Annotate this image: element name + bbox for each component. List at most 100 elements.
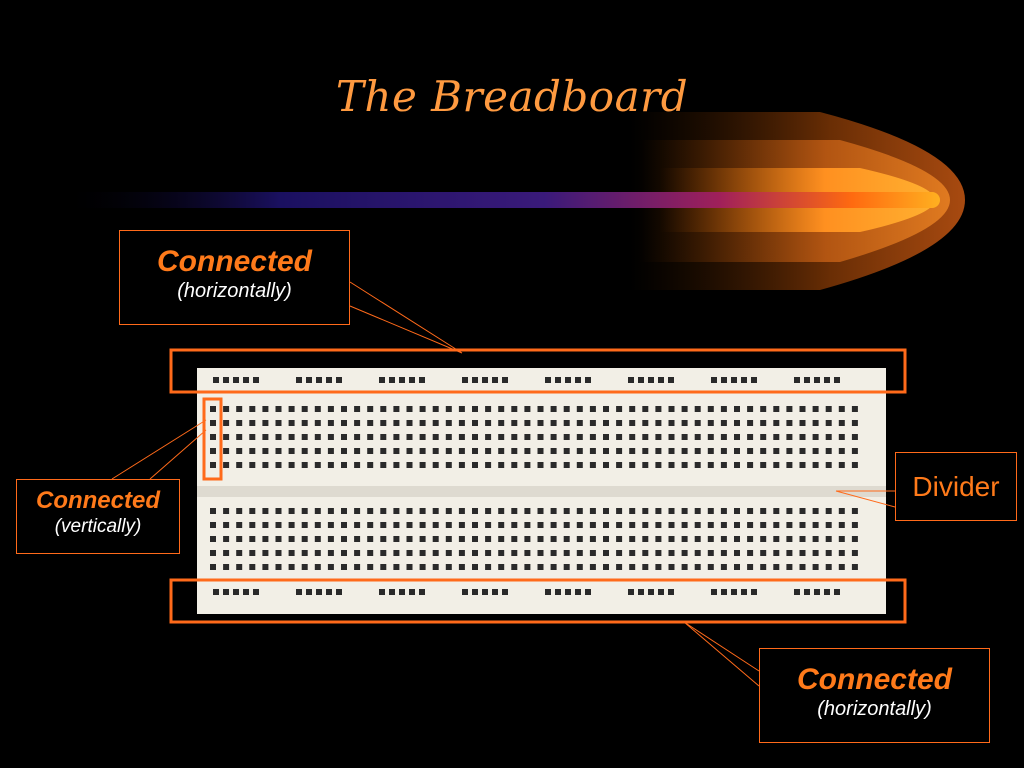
lower-terminal-hole xyxy=(393,536,400,542)
upper-terminal-hole xyxy=(825,420,832,426)
upper-terminal-hole xyxy=(550,434,557,440)
lower-terminal-hole xyxy=(511,522,518,528)
top-rail-hole xyxy=(482,377,488,383)
upper-terminal-hole xyxy=(799,406,806,412)
top-rail-hole xyxy=(585,377,591,383)
lower-terminal-hole xyxy=(747,522,754,528)
lower-terminal-hole xyxy=(720,508,727,514)
lower-terminal-hole xyxy=(327,508,334,514)
upper-terminal-hole xyxy=(445,434,452,440)
upper-terminal-hole xyxy=(511,406,518,412)
upper-terminal-hole xyxy=(380,406,387,412)
lower-terminal-hole xyxy=(603,508,609,514)
lower-terminal-hole xyxy=(380,536,387,542)
upper-terminal-hole xyxy=(445,406,452,412)
bottom-callout-pointer xyxy=(683,621,760,687)
lower-terminal-hole xyxy=(432,508,439,514)
upper-terminal-hole xyxy=(367,448,374,454)
upper-terminal-hole xyxy=(720,406,727,412)
upper-terminal-hole xyxy=(419,462,426,468)
lower-terminal-hole xyxy=(301,550,308,556)
lower-terminal-hole xyxy=(393,522,400,528)
upper-terminal-hole xyxy=(576,448,583,454)
upper-terminal-hole xyxy=(550,420,557,426)
upper-terminal-hole xyxy=(249,448,256,454)
bottom-rail-hole xyxy=(575,589,581,595)
upper-terminal-hole xyxy=(576,406,583,412)
lower-terminal-hole xyxy=(563,564,570,570)
upper-terminal-hole xyxy=(760,420,767,426)
bottom-rail-hole xyxy=(731,589,737,595)
upper-terminal-hole xyxy=(210,448,216,454)
upper-terminal-hole xyxy=(393,434,400,440)
upper-terminal-hole xyxy=(799,434,806,440)
upper-terminal-hole xyxy=(341,434,347,440)
upper-terminal-hole xyxy=(511,448,518,454)
upper-terminal-hole xyxy=(327,448,334,454)
lower-terminal-hole xyxy=(524,550,531,556)
upper-terminal-hole xyxy=(210,406,216,412)
top-rail-hole xyxy=(638,377,644,383)
bottom-rail-hole xyxy=(741,589,747,595)
lower-terminal-hole xyxy=(511,508,518,514)
upper-terminal-hole xyxy=(498,406,505,412)
upper-terminal-hole xyxy=(812,420,819,426)
lower-terminal-hole xyxy=(825,550,832,556)
top-rail-hole xyxy=(296,377,302,383)
upper-terminal-hole xyxy=(367,462,374,468)
upper-terminal-hole xyxy=(419,448,426,454)
lower-terminal-hole xyxy=(563,536,570,542)
upper-terminal-hole xyxy=(734,420,740,426)
lower-terminal-hole xyxy=(576,564,583,570)
upper-terminal-hole xyxy=(485,420,492,426)
lower-terminal-hole xyxy=(314,564,321,570)
breadboard-holes xyxy=(210,377,858,595)
upper-terminal-hole xyxy=(786,420,793,426)
lower-terminal-hole xyxy=(511,564,518,570)
upper-terminal-hole xyxy=(458,434,465,440)
upper-terminal-hole xyxy=(210,462,216,468)
lower-terminal-hole xyxy=(838,508,845,514)
top-rail-hole xyxy=(794,377,800,383)
lower-terminal-hole xyxy=(288,564,295,570)
bottom-rail-hole xyxy=(296,589,302,595)
lower-terminal-hole xyxy=(236,508,243,514)
lower-terminal-hole xyxy=(812,550,819,556)
lower-terminal-hole xyxy=(773,522,780,528)
lower-terminal-hole xyxy=(367,550,374,556)
lower-terminal-hole xyxy=(354,522,361,528)
upper-terminal-hole xyxy=(301,434,308,440)
upper-terminal-hole xyxy=(537,434,544,440)
lower-terminal-hole xyxy=(707,564,714,570)
top-rail-hole xyxy=(233,377,239,383)
upper-terminal-hole xyxy=(406,406,413,412)
upper-terminal-hole xyxy=(799,420,806,426)
lower-terminal-hole xyxy=(275,508,282,514)
lower-terminal-hole xyxy=(498,550,505,556)
top-rail-hole xyxy=(399,377,405,383)
upper-terminal-hole xyxy=(262,448,269,454)
lower-terminal-hole xyxy=(249,522,256,528)
top-rail-hole xyxy=(389,377,395,383)
lower-terminal-hole xyxy=(445,564,452,570)
top-rail-hole xyxy=(326,377,332,383)
lower-terminal-hole xyxy=(707,536,714,542)
lower-terminal-hole xyxy=(419,522,426,528)
lower-terminal-hole xyxy=(354,564,361,570)
lower-terminal-hole xyxy=(707,550,714,556)
lower-terminal-hole xyxy=(485,508,492,514)
upper-terminal-hole xyxy=(511,420,518,426)
top-rail-hole xyxy=(213,377,219,383)
lower-terminal-hole xyxy=(655,508,662,514)
lower-terminal-hole xyxy=(223,564,230,570)
bottom-rail-hole xyxy=(492,589,498,595)
top-rail-hole xyxy=(751,377,757,383)
lower-terminal-hole xyxy=(210,522,216,528)
upper-terminal-hole xyxy=(851,420,858,426)
lower-terminal-hole xyxy=(354,550,361,556)
lower-terminal-hole xyxy=(367,508,374,514)
lower-terminal-hole xyxy=(589,564,596,570)
lower-terminal-hole xyxy=(537,522,544,528)
upper-terminal-hole xyxy=(498,448,505,454)
lower-terminal-hole xyxy=(576,550,583,556)
